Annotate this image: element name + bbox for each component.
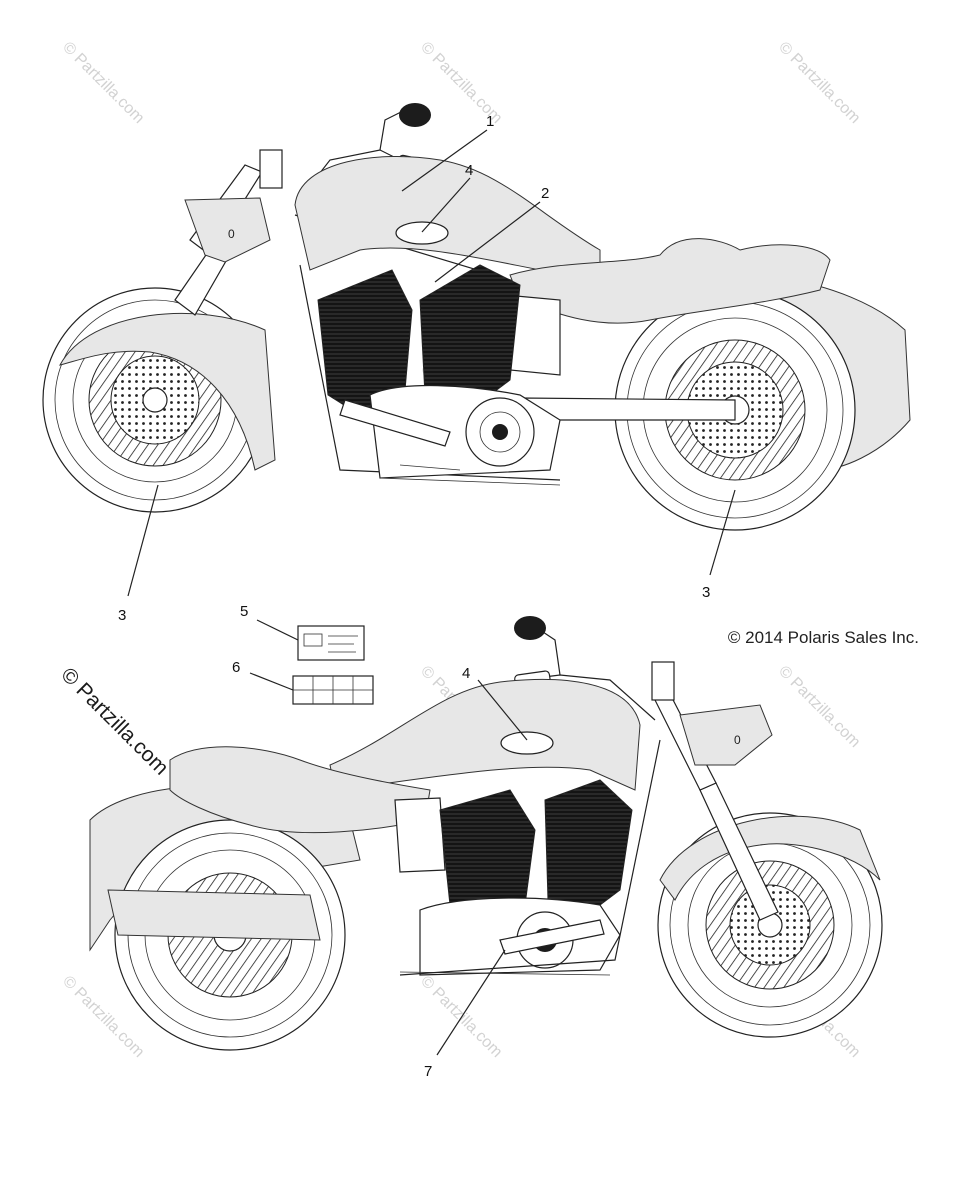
- watermark-text: © Partzilla.com: [775, 663, 863, 751]
- callout-1: 1: [486, 113, 494, 130]
- copyright-notice: © 2014 Polaris Sales Inc.: [727, 628, 919, 647]
- callout-4: 4: [465, 162, 473, 179]
- watermark-text: © Partzilla.com: [59, 39, 147, 127]
- callout-2: 2: [541, 185, 549, 202]
- callouts-top: 1 4 2 3 3: [118, 113, 736, 624]
- svg-text:0: 0: [228, 227, 235, 241]
- callout-3: 3: [118, 607, 126, 624]
- callout-3: 3: [702, 584, 710, 601]
- callout-7: 7: [424, 1063, 432, 1080]
- motorcycle-bottom-view: 0: [89, 616, 883, 1051]
- decal-labels: 5 6: [232, 603, 374, 705]
- svg-text:0: 0: [734, 733, 741, 747]
- motorcycle-top-view: 0: [42, 103, 911, 531]
- callout-5: 5: [240, 603, 248, 620]
- callout-6: 6: [232, 659, 240, 676]
- callouts-bottom: 4 7: [424, 665, 528, 1080]
- callout-4: 4: [462, 665, 470, 682]
- watermark-text-prominent: © Partzilla.com: [56, 663, 172, 779]
- watermark-text: © Partzilla.com: [775, 39, 863, 127]
